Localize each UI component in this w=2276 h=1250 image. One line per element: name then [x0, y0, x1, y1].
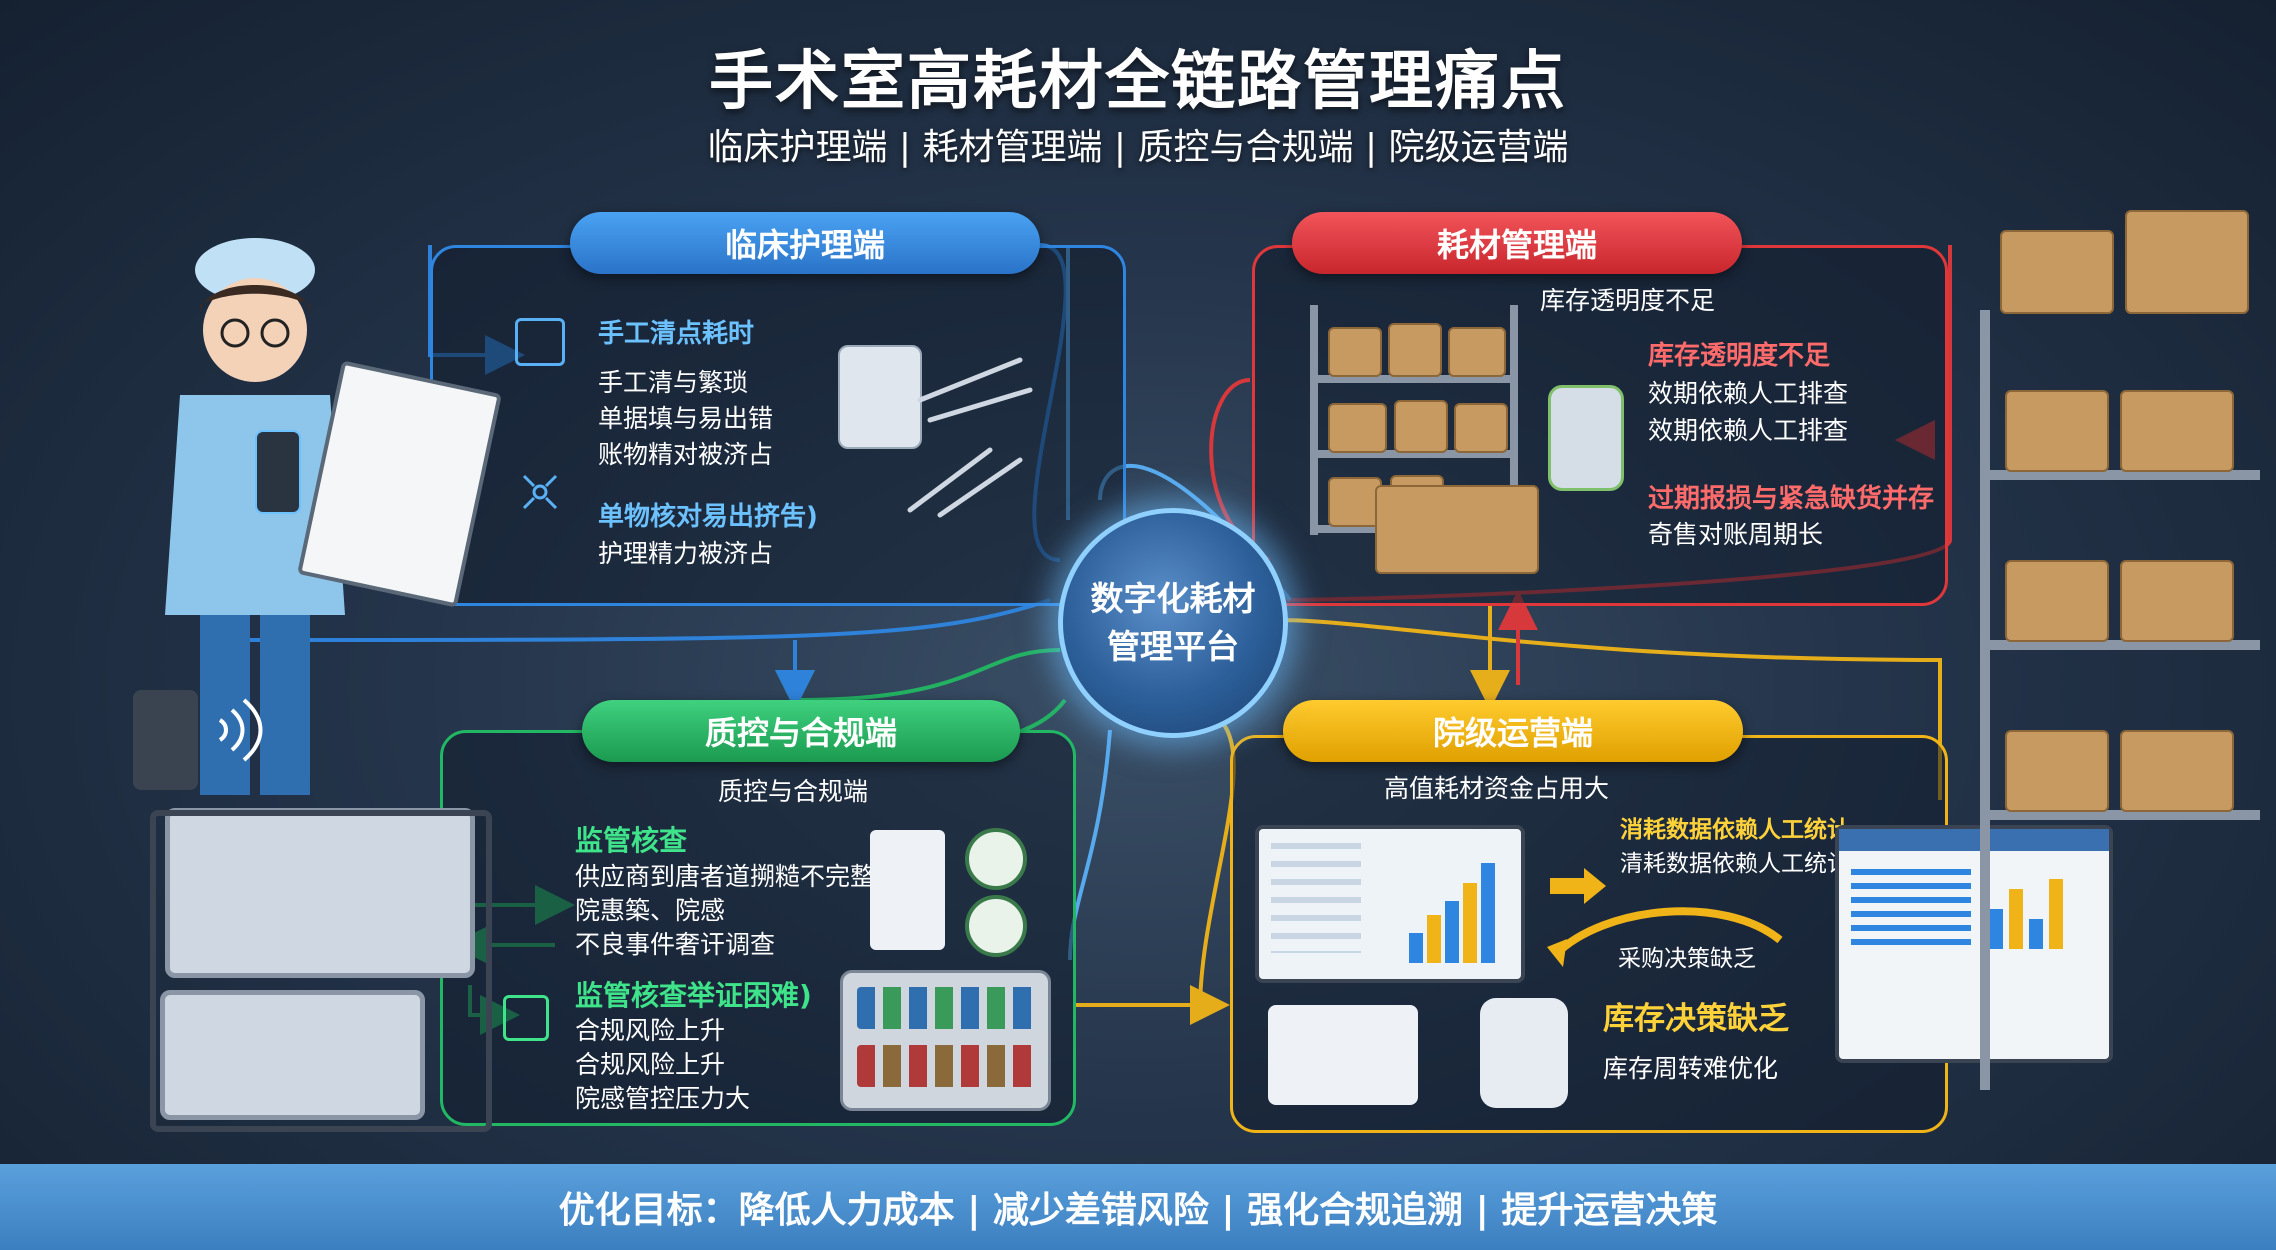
quality-sub: 质控与合规端	[718, 777, 869, 806]
network-icon	[518, 470, 562, 514]
supply-item-3: 奇售对账周期长	[1648, 520, 1824, 549]
device-icon	[838, 345, 922, 449]
supply-label: 耗材管理端	[1292, 212, 1742, 274]
ops-h1: 消耗数据依赖人工统计	[1620, 817, 1850, 843]
supply-item-1: 效期依赖人工排查	[1648, 379, 1849, 408]
arrow-icon	[1550, 868, 1606, 904]
top-right-boxes	[2000, 200, 2250, 314]
handheld-scanner-icon	[1548, 385, 1624, 491]
clinical-item-3: 账物精对被济占	[598, 440, 774, 469]
surgical-tray-icon-2	[160, 990, 425, 1120]
quality-label: 质控与合规端	[582, 700, 1020, 762]
clinical-label: 临床护理端	[570, 212, 1040, 274]
quality-item-4: 合规风险上升	[575, 1016, 726, 1045]
tablet-icon	[515, 318, 565, 366]
clinical-h2: 单物核对易出挤吿)	[598, 502, 818, 532]
hub-line-2: 管理平台	[1107, 627, 1239, 666]
document-icon	[503, 995, 549, 1041]
rfid-reader-icon	[133, 690, 198, 790]
clinical-item-4: 护理精力被济占	[598, 539, 774, 568]
clinical-item-1: 手工清与繁琐	[598, 368, 749, 397]
hub-line-1: 数字化耗材	[1090, 579, 1256, 618]
catheter-icon	[1268, 1005, 1418, 1105]
warehouse-shelf	[1980, 310, 2260, 1090]
clinical-item-2: 单据填与易出错	[598, 404, 774, 433]
supply-h1: 库存透明度不足	[1648, 341, 1831, 371]
quality-item-3: 不良事件奢讦调查	[575, 930, 776, 959]
quality-h1: 监管核查	[575, 824, 688, 857]
page-subtitle: 临床护理端 | 耗材管理端 | 质控与合规端 | 院级运营端	[707, 127, 1569, 168]
wifi-signal-icon	[218, 698, 263, 762]
instruments-icon	[907, 357, 1033, 518]
ops-label: 院级运营端	[1283, 700, 1743, 762]
ops-mid: 采购决策缺乏	[1618, 946, 1756, 972]
report-icon	[870, 830, 945, 950]
badge-icon-2	[965, 895, 1027, 957]
ops-h2: 库存决策缺乏	[1603, 1001, 1789, 1037]
curved-arrow-icon	[1547, 907, 1783, 967]
quality-h2: 监管核查举证困难)	[575, 979, 812, 1012]
quality-item-5: 合规风险上升	[575, 1050, 726, 1079]
dashboard-icon	[1255, 825, 1525, 983]
sample-tray-icon	[840, 970, 1051, 1111]
cart-icon	[150, 810, 492, 1132]
optimization-goal-bar: 优化目标：降低人力成本 | 减少差错风险 | 强化合规追溯 | 提升运营决策	[0, 1164, 2276, 1250]
quality-item-1: 供应商到唐者道搠糙不完整	[575, 862, 876, 891]
ops-item-1: 清耗数据依赖人工统计	[1620, 851, 1850, 877]
phone-scanner-icon	[255, 430, 301, 514]
box-icon	[1375, 485, 1539, 574]
supply-h2: 过期报损与紧急缺货并存	[1648, 484, 1935, 514]
supply-sub: 库存透明度不足	[1540, 286, 1716, 315]
clinical-h1: 手工清点耗时	[598, 319, 755, 349]
quality-item-6: 院感管控压力大	[575, 1084, 751, 1113]
central-platform-hub: 数字化耗材 管理平台	[1058, 508, 1288, 738]
ops-item-2: 库存周转难优化	[1603, 1054, 1779, 1083]
page-title: 手术室高耗材全链路管理痛点	[709, 45, 1567, 119]
badge-icon	[965, 828, 1027, 890]
quality-item-2: 院惠築、院感	[575, 896, 726, 925]
bag-icon	[1480, 998, 1568, 1108]
supply-item-2: 效期依赖人工排查	[1648, 416, 1849, 445]
monitor-icon	[1835, 825, 2113, 1063]
ops-sub: 高值耗材资金占用大	[1384, 774, 1610, 803]
